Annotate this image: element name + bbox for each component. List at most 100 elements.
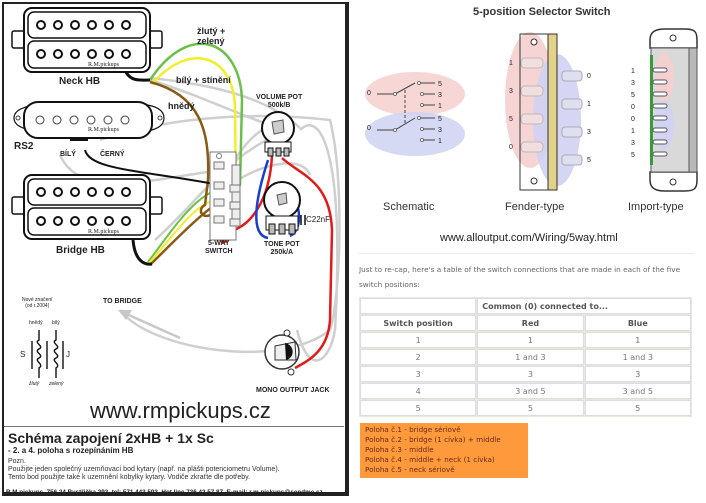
red-wire-jack	[281, 157, 334, 370]
legend-item: Poloha č.2 - bridge (1 cívka) + middle	[365, 435, 501, 444]
recap-text: Just to re-cap, here's a table of the sw…	[359, 265, 681, 289]
blue-terminal-3: 3	[438, 127, 442, 134]
footer-subtitle: - 2. a 4. poloha s rozepínáním HB	[8, 446, 134, 455]
import-type-diagram	[649, 28, 698, 192]
schematic-common-blue: 0	[367, 125, 371, 132]
legend-item: Poloha č.5 - neck sériově	[365, 465, 455, 474]
jack-label: MONO OUTPUT JACK	[256, 387, 330, 394]
fender-red-5: 5	[509, 116, 513, 123]
blue-wire	[255, 159, 270, 240]
positions-legend: Poloha č.1 - bridge sériově Poloha č.2 -…	[360, 423, 528, 478]
green-wire	[148, 42, 244, 197]
selector-graphics	[365, 28, 698, 192]
legend-item: Poloha č.4 - middle + neck (1 cívka)	[365, 455, 495, 464]
fender-red-1: 1	[509, 60, 513, 67]
caption-schematic: Schematic	[383, 201, 435, 213]
wiring-graphics	[11, 7, 341, 378]
red-terminal-5: 5	[438, 81, 442, 88]
bridge-lead	[131, 239, 153, 266]
volume-pot-name: VOLUME POT	[256, 94, 303, 101]
cell-position: 3	[360, 366, 477, 382]
schematic-red-terminals: 5 3 1	[438, 79, 442, 112]
schematic-diagram	[365, 72, 465, 156]
table-empty-cell	[360, 298, 477, 314]
header-blue: Blue	[584, 315, 691, 331]
switch-name-line1: 5-WAY	[208, 240, 230, 247]
cell-red: 3	[477, 366, 584, 382]
five-way-switch	[209, 151, 241, 241]
cell-red: 1 and 3	[477, 349, 584, 365]
brand-tag-neck: R.M.pickups	[88, 62, 120, 68]
cell-blue: 3	[584, 366, 691, 382]
caption-fender: Fender-type	[505, 201, 565, 213]
cell-position: 4	[360, 383, 477, 399]
fender-blue-1: 1	[587, 101, 591, 108]
brand-tag-middle: R.M.pickups	[88, 127, 120, 133]
footer-note-1: Použijte jeden společný uzemňovací bod k…	[8, 466, 280, 473]
legend-item: Poloha č.3 - middle	[365, 445, 434, 454]
black-wire	[84, 149, 221, 186]
source-url[interactable]: www.alloutput.com/Wiring/5way.html	[440, 232, 618, 244]
blue-terminal-5: 5	[438, 116, 442, 123]
separator	[358, 253, 695, 254]
cell-red: 5	[477, 400, 584, 416]
coil-legend-title-line2: (od r.2004)	[25, 303, 50, 309]
to-bridge-arrow	[118, 310, 181, 340]
connections-table: Common (0) connected to... Switch positi…	[359, 297, 692, 417]
table-group-header-row: Common (0) connected to...	[360, 298, 691, 314]
tone-pot-value: 250k/A	[270, 249, 294, 256]
brand-tag-bridge: R.M.pickups	[88, 229, 120, 235]
middle-black-label: ČERNÝ	[100, 151, 125, 158]
import-label-5: 0	[631, 116, 635, 123]
selector-panel: 5-position Selector Switch	[355, 0, 706, 503]
coil-top-right: bílý	[52, 320, 60, 326]
caption-import: Import-type	[628, 201, 684, 213]
fender-blue-0: 0	[587, 73, 591, 80]
cell-position: 1	[360, 332, 477, 348]
yellow-wire	[151, 57, 238, 221]
yellow-green-line2: zelený	[197, 36, 225, 46]
tone-pot-label: TONE POT 250k/A	[264, 241, 300, 257]
contact-info: R.M.pickups, 756 24 Bystřička 293, tel: …	[6, 489, 323, 496]
cell-blue: 5	[584, 400, 691, 416]
coil-top-left: hnědý	[29, 320, 43, 326]
cell-red: 3 and 5	[477, 383, 584, 399]
capacitor	[300, 215, 306, 225]
bridge-humbucker	[11, 174, 163, 240]
coil-bottom-right: zelený	[49, 381, 64, 387]
footer-note-0: Pozn.	[8, 458, 26, 465]
fender-red-0: 0	[509, 144, 513, 151]
footer-divider	[4, 426, 344, 427]
import-label-2: 3	[631, 80, 635, 87]
yellow-green-label: žlutý + zelený	[197, 26, 225, 46]
blue-terminal-1: 1	[438, 138, 442, 145]
import-label-7: 3	[631, 140, 635, 147]
coil-bottom-left: žlutý	[29, 381, 40, 387]
cell-blue: 3 and 5	[584, 383, 691, 399]
legend-item: Poloha č.1 - bridge sériově	[365, 425, 461, 434]
group-header: Common (0) connected to...	[477, 298, 691, 314]
tone-pot-name: TONE POT	[264, 241, 300, 248]
schematic-common-red: 0	[367, 90, 371, 97]
middle-single-coil	[13, 101, 165, 141]
header-position: Switch position	[360, 315, 477, 331]
import-label-3: 5	[631, 92, 635, 99]
cell-position: 2	[360, 349, 477, 365]
output-jack	[264, 329, 300, 376]
neck-humbucker	[11, 7, 163, 73]
yellow-green-line1: žlutý +	[197, 26, 226, 36]
schematic-blue-terminals: 5 3 1	[438, 114, 442, 147]
cell-blue: 1 and 3	[584, 349, 691, 365]
middle-label: RS2	[14, 141, 34, 152]
import-label-6: 1	[631, 128, 635, 135]
coil-legend-title-line1: Nové značení	[22, 297, 53, 303]
brand-url: www.rmpickups.cz	[90, 398, 271, 423]
fender-type-diagram	[505, 32, 583, 191]
switch-name-line2: SWITCH	[205, 248, 233, 255]
coil-side-left: S	[20, 350, 26, 359]
tone-pot	[263, 181, 301, 235]
red-terminal-3: 3	[438, 92, 442, 99]
